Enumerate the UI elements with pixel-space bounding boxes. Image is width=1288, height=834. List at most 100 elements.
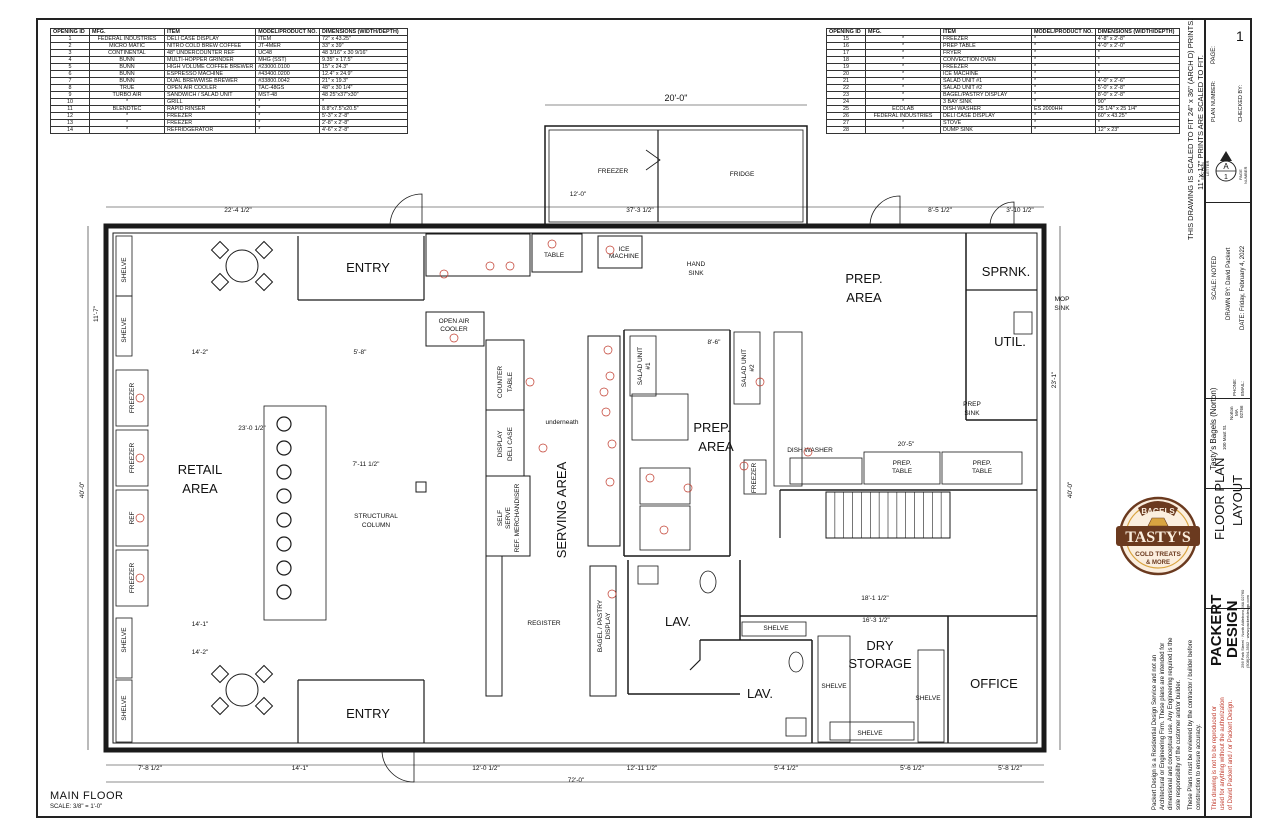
ice-machine-label: ICE (619, 246, 631, 253)
shelve-label: SHELVE (121, 317, 128, 343)
chair (254, 240, 274, 260)
hand-sink-label: HAND (687, 261, 706, 268)
lav-sink (785, 717, 807, 737)
table-row: 12*FREEZER*5'-3" x 2'-8" (50, 112, 409, 120)
walk-in-inner-wall (548, 129, 804, 223)
room-label-retail: AREA (182, 481, 218, 496)
dish-washer (789, 457, 863, 485)
table-row: 28*DUMP SINK*12" x 23" (826, 126, 1181, 134)
freezer-label: FREEZER (129, 443, 136, 474)
dim-text: 5'-8" (354, 349, 368, 356)
room-label-prep-small: PREP. (693, 420, 730, 435)
north-arrow-icon (1220, 151, 1232, 161)
fryer-bank (639, 467, 691, 505)
walk-in-fridge-label: FRIDGE (730, 171, 755, 178)
coffee-station (425, 233, 531, 277)
equipment-schedule-left: OPENING ID MFG. ITEM MODEL/PRODUCT NO. D… (50, 28, 409, 134)
freezer-unit (743, 459, 767, 495)
counter-stools (276, 416, 292, 600)
hand-sink-label: SINK (688, 270, 704, 277)
structural-column-label: COLUMN (362, 522, 390, 529)
disclaimer: Architectural or Engineering Firm. These… (1160, 642, 1166, 810)
room-label-entry: ENTRY (346, 706, 390, 721)
freezer-unit (639, 505, 691, 551)
room-label-retail: RETAIL (178, 462, 223, 477)
section-letter: A (1223, 162, 1229, 171)
firm-name: PACKERT (1208, 594, 1225, 666)
shelve-label: SHELVE (763, 625, 789, 632)
room-label-entry: ENTRY (346, 260, 390, 275)
shelve-label: SHELVE (857, 730, 883, 737)
disclaimer: Packert Design is a Residential Design S… (1152, 654, 1158, 810)
drawing-date: DATE: Friday, February 4, 2022 (1240, 245, 1246, 330)
prep-sink-label: PREP (963, 401, 981, 408)
logo-bagels-text: BAGELS (1141, 507, 1175, 516)
logo-main-text: TASTY'S (1125, 529, 1191, 546)
salad-unit-2 (733, 331, 761, 405)
stool (276, 416, 292, 432)
section-note: LETTER (1205, 160, 1210, 176)
stool (276, 560, 292, 576)
room-label-prep: AREA (846, 290, 882, 305)
dim-text: 5'-6 1/2" (900, 765, 924, 772)
disclaimer: These Plans must be reviewed by the cont… (1188, 639, 1194, 810)
stool (276, 512, 292, 528)
room-label-serving: SERVING AREA (554, 461, 569, 558)
three-bay-sink (773, 331, 803, 487)
table (531, 233, 583, 273)
ref-unit (115, 489, 149, 547)
room-label-lav: LAV. (747, 686, 773, 701)
dim-text: 14'-2" (192, 649, 209, 656)
open-air-cooler (425, 311, 485, 347)
firm-web: (508)294-3502 · www.packertdesign.com (1245, 595, 1250, 668)
disclaimer: dimensional and conceptual use. Any Engi… (1168, 637, 1174, 810)
counter-table-label: COUNTER (497, 366, 504, 398)
table-chairs (210, 240, 274, 716)
ice-machine (597, 235, 643, 269)
window-counter (263, 405, 327, 621)
mop-sink-label: MOP (1055, 296, 1070, 303)
drawn-by: DRAWN BY: David Packert (1226, 247, 1232, 320)
scaled-note-1: THIS DRAWING IS SCALED TO FIT 24" x 36" … (1186, 18, 1195, 240)
dim-text: 20'-0" (665, 93, 688, 103)
disclaimer: sole responsibility of the customer and/… (1176, 679, 1182, 810)
shelve-label: SHELVE (121, 627, 128, 653)
sheet-title: FLOOR PLAN (1212, 457, 1227, 540)
chair (210, 240, 230, 260)
door-swing (381, 749, 415, 783)
title-block-divider (1204, 202, 1252, 203)
salad-unit-label: #1 (645, 362, 652, 370)
logo-sub-text: & MORE (1146, 560, 1170, 566)
scale-note: SCALE: NOTED (1212, 255, 1218, 300)
mop-sink (1013, 311, 1033, 335)
copyright-note: used for anything without the authorizat… (1220, 697, 1226, 810)
prep-table-label: PREP. (973, 460, 992, 467)
copyright-note: This drawing is not to be reproduced or (1212, 705, 1218, 810)
ref-label: REF (129, 511, 136, 524)
open-air-cooler-label: OPEN AIR (439, 318, 470, 325)
stair-treads (834, 492, 942, 538)
door-swing (389, 193, 423, 227)
self-serve-merchandiser (485, 475, 531, 557)
shelf (817, 635, 851, 743)
dim-text: 8'-5 1/2" (928, 207, 952, 214)
freezer-label: FREEZER (129, 383, 136, 414)
lav-sink (637, 565, 659, 585)
phone-label: PHONE: (1232, 378, 1237, 396)
dim-text: 18'-1 1/2" (861, 595, 889, 602)
title-block-divider (1204, 608, 1252, 609)
ice-machine-label: MACHINE (609, 253, 640, 260)
stool (276, 536, 292, 552)
page-label: PAGE: (1211, 46, 1217, 64)
stool (276, 584, 292, 600)
freezer-label: FREEZER (751, 463, 758, 494)
table-cell: 12" x 23" (1094, 126, 1181, 134)
chair (254, 696, 274, 716)
structural-column-label: STRUCTURAL (354, 513, 398, 520)
chair (210, 272, 230, 292)
section-number: 1 (1224, 174, 1228, 181)
dim-text: 14'-1" (192, 621, 209, 628)
shelf (115, 295, 133, 357)
main-floor-scale: SCALE: 3/8" = 1'-0" (50, 804, 103, 810)
